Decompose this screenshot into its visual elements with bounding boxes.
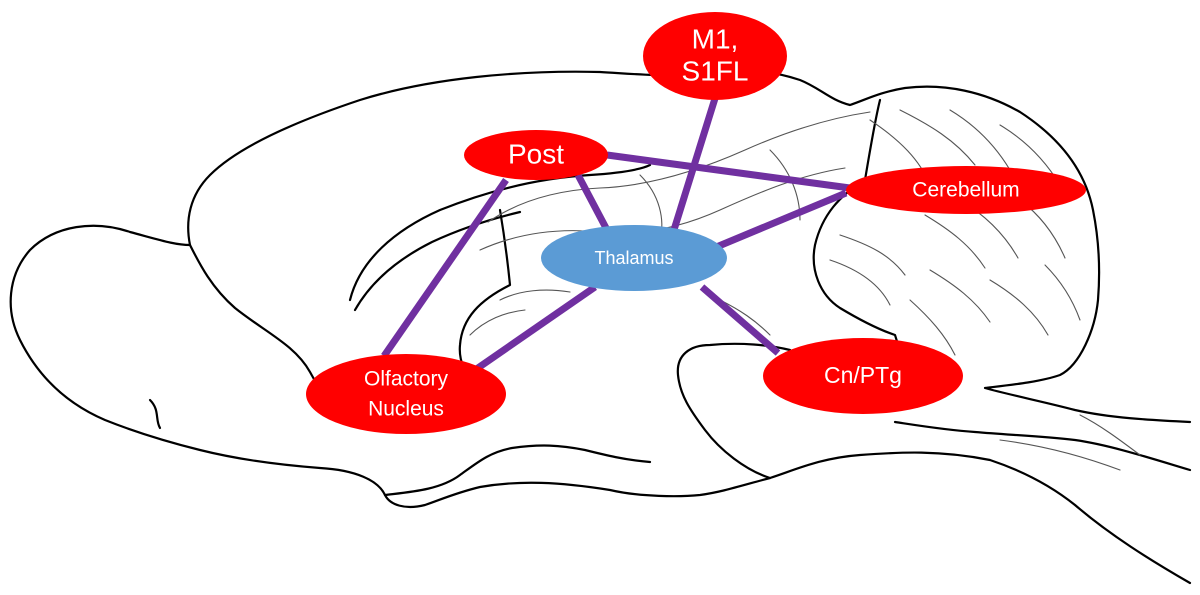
node-olfactory-label-0: Olfactory [364,368,449,391]
region-nodes: M1,S1FL PostCerebellumThalamusOlfactoryNu… [306,12,1086,434]
node-thalamus: Thalamus [541,225,727,291]
node-m1: M1,S1FL [643,12,787,100]
connection-thalamus-cnptg [699,284,781,356]
node-cerebellum: Cerebellum [846,166,1086,214]
connection-post-cerebellum [606,151,851,192]
connection-lines [381,90,851,373]
connection-m1-thalamus [669,90,721,235]
node-post: Post [464,130,608,180]
node-post-ellipse [464,130,608,180]
node-olfactory-ellipse [306,354,506,434]
connection-thalamus-cerebellum [712,189,848,252]
node-cnptg-ellipse [763,338,963,414]
node-m1-label-1: S1FL [682,55,749,86]
node-cnptg-label-0: Cn/PTg [824,362,902,388]
node-cerebellum-label-0: Cerebellum [912,179,1019,202]
node-thalamus-label-0: Thalamus [594,248,673,268]
connection-post-thalamus [574,173,610,230]
node-post-label-0: Post [508,138,564,169]
node-cnptg: Cn/PTg [763,338,963,414]
brain-outline [9,68,1192,585]
node-thalamus-ellipse [541,225,727,291]
connection-thalamus-olfactory [473,284,597,373]
node-cerebellum-ellipse [846,166,1086,214]
brain-inner-structures [469,109,1141,471]
node-m1-label-0: M1, [692,23,739,54]
node-olfactory-label-1: Nucleus [368,398,444,421]
node-m1-ellipse [643,12,787,100]
connection-post-olfactory [381,178,509,358]
